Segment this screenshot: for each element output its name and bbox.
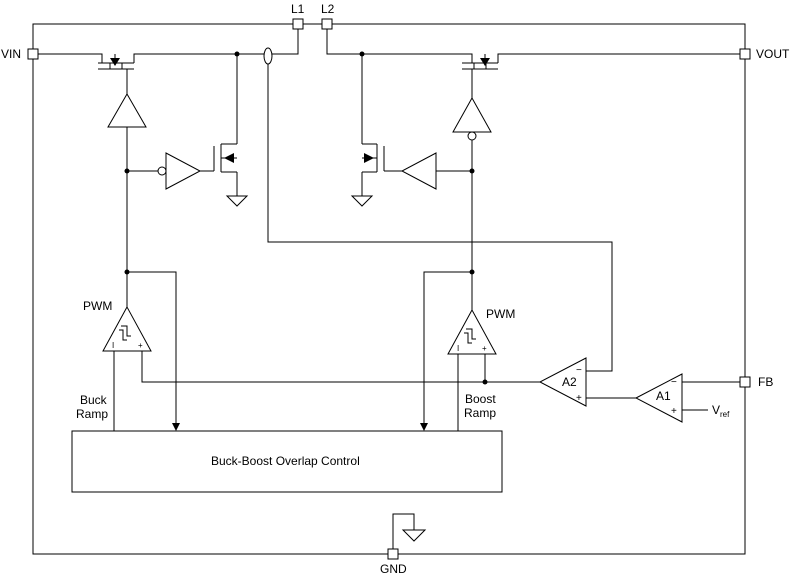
a1-plus: +: [671, 406, 677, 417]
buck-control-arrow: [172, 423, 180, 431]
boost-pwm-label: PWM: [486, 307, 515, 321]
fb-label: FB: [758, 375, 773, 389]
l1-current-sense: [263, 47, 273, 65]
vout-label: VOUT: [756, 47, 790, 61]
l2-wire: [326, 29, 473, 63]
a1-minus: −: [671, 377, 677, 388]
vin-wire: [38, 53, 103, 63]
buck-hysteresis-icon: [119, 329, 127, 341]
boost-control-wire: [423, 271, 472, 425]
current-sense-wire: [267, 64, 613, 372]
boost-high-side-driver: [452, 96, 492, 133]
boost-low-side-driver: [400, 152, 437, 190]
buck-ground-symbol: [225, 195, 249, 207]
amplifier-a2: [538, 357, 587, 407]
vref-main: V: [712, 403, 720, 417]
error-signal-wire: [141, 351, 540, 383]
vin-label: VIN: [1, 47, 21, 61]
buck-pwm-i: I: [112, 341, 114, 350]
l1-pin: [292, 18, 304, 30]
l2-label: L2: [321, 2, 335, 16]
a2-label: A2: [562, 375, 577, 389]
gnd-ground-symbol: [401, 529, 427, 542]
buck-pwm-plus: +: [138, 341, 143, 350]
gnd-pin: [387, 548, 399, 560]
buck-high-side-mosfet: [98, 29, 299, 79]
boost-control-arrow: [420, 423, 428, 431]
boost-pwm-i: I: [457, 344, 459, 353]
boost-ground-symbol: [350, 195, 374, 207]
overlap-control-label: Buck-Boost Overlap Control: [211, 454, 360, 468]
gnd-label: GND: [380, 562, 407, 576]
buck-ramp-label-1: Buck: [80, 393, 108, 407]
boost-ramp-label-2: Ramp: [464, 406, 496, 420]
boost-hysteresis-icon: [464, 332, 472, 344]
buck-control-wire: [127, 271, 177, 425]
buck-inverter-bubble: [157, 166, 167, 176]
l2-pin: [321, 18, 333, 30]
buck-high-side-driver: [107, 92, 147, 128]
buck-pwm-label: PWM: [83, 299, 112, 313]
boost-ramp-label-1: Boost: [465, 392, 496, 406]
vout-pin: [739, 48, 751, 60]
a1-label: A1: [656, 389, 671, 403]
error-node-dot: [482, 379, 488, 385]
boost-high-side-mosfet: [462, 53, 740, 79]
buck-ramp-label-2: Ramp: [76, 407, 108, 421]
amplifier-a1: [634, 373, 683, 423]
boost-hysteresis-icon-2: [466, 328, 476, 340]
a2-minus: −: [576, 365, 582, 376]
boost-low-side-mosfet: [361, 54, 385, 196]
buck-low-side-driver: [165, 152, 202, 190]
a2-plus: +: [576, 393, 582, 404]
overlap-control-block: [71, 430, 503, 493]
fb-pin: [739, 376, 751, 388]
boost-pwm-plus: +: [482, 344, 487, 353]
l1-label: L1: [291, 2, 305, 16]
vref-sub: ref: [720, 410, 730, 419]
vref-label: Vref: [712, 403, 730, 419]
vin-pin: [27, 48, 39, 60]
gnd-wire: [392, 513, 415, 549]
buck-low-side-mosfet: [213, 54, 238, 196]
boost-inverter-bubble: [467, 131, 477, 141]
buck-hysteresis-icon-2: [121, 325, 131, 337]
